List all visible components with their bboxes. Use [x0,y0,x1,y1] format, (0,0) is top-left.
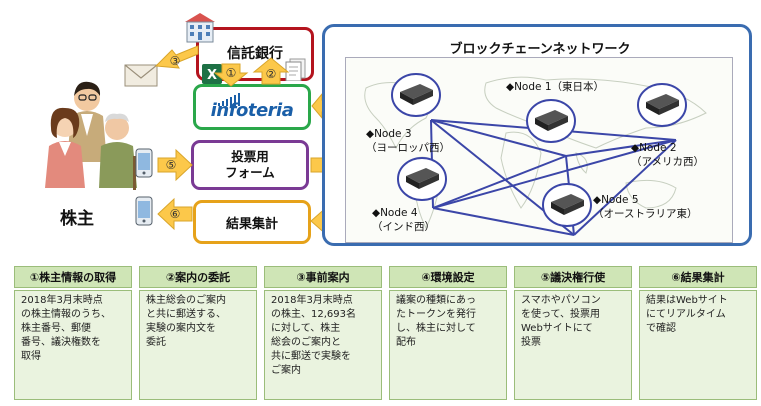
results-box: 結果集計 [193,200,311,244]
step-5-title: ⑤議決権行使 [514,266,632,288]
smartphone-icon [135,196,153,226]
flow-number: ③ [170,54,181,68]
flow-number: ② [266,67,277,81]
shareholder-label: 株主 [60,209,94,229]
step-1-title: ①株主情報の取得 [14,266,132,288]
node-2-label: ◆Node 2 （アメリカ西） [631,142,704,168]
step-2-title: ②案内の委託 [139,266,257,288]
server-node-icon [542,183,592,227]
node-1-label: ◆Node 1（東日本） [506,81,604,93]
documents-icon [285,58,306,81]
people-icon [45,81,137,190]
blockchain-panel: ブロックチェーンネットワーク [322,24,752,246]
envelope-icon [124,64,158,87]
infoteria-box: infoteria [193,84,311,130]
step-1-body: 2018年3月末時点 の株主情報のうち、 株主番号、郵便 番号、議決権数を 取得 [14,290,132,400]
step-3-title: ③事前案内 [264,266,382,288]
excel-file-icon: X [202,64,222,84]
step-2-body: 株主総会のご案内 と共に郵送する、 実験の案内文を 委託 [139,290,257,400]
node-3-label: ◆Node 3 （ヨーロッパ西） [366,128,450,154]
step-3-body: 2018年3月末時点 の株主、12,693名 に対して、株主 総会のご案内と 共… [264,290,382,400]
vote-form-box: 投票用 フォーム [191,140,309,190]
step-4-body: 議案の種類にあっ たトークンを発行 し、株主に対して 配布 [389,290,507,400]
node-5-label: ◆Node 5 （オーストラリア東） [593,194,698,220]
vote-form-label: 投票用 フォーム [225,149,275,180]
server-node-icon [391,73,441,117]
arrow-6a [157,197,193,231]
flow-number: ① [226,66,237,80]
bank-label: 信託銀行 [227,46,283,62]
arrow-3 [154,45,199,69]
arrow-5a [157,148,193,182]
step-5-body: スマホやパソコン を使って、投票用 Webサイトにて 投票 [514,290,632,400]
arrow-2 [252,57,290,85]
step-6-title: ⑥結果集計 [639,266,757,288]
server-node-icon [397,157,447,201]
blockchain-title: ブロックチェーンネットワーク [449,42,631,57]
step-4-title: ④環境設定 [389,266,507,288]
flow-number: ⑤ [166,158,177,172]
results-label: 結果集計 [225,216,278,232]
step-6-body: 結果はWebサイト にてリアルタイム で確認 [639,290,757,400]
flow-number: ⑥ [170,207,181,221]
node-4-label: ◆Node 4 （インド西） [372,207,435,233]
smartphone-icon [135,148,153,178]
svg-text:X: X [207,68,217,83]
infoteria-logo-mark [218,93,240,106]
server-node-icon [526,99,576,143]
bank-building-icon [185,13,215,43]
server-node-icon [637,83,687,127]
arrow-1 [213,63,249,87]
